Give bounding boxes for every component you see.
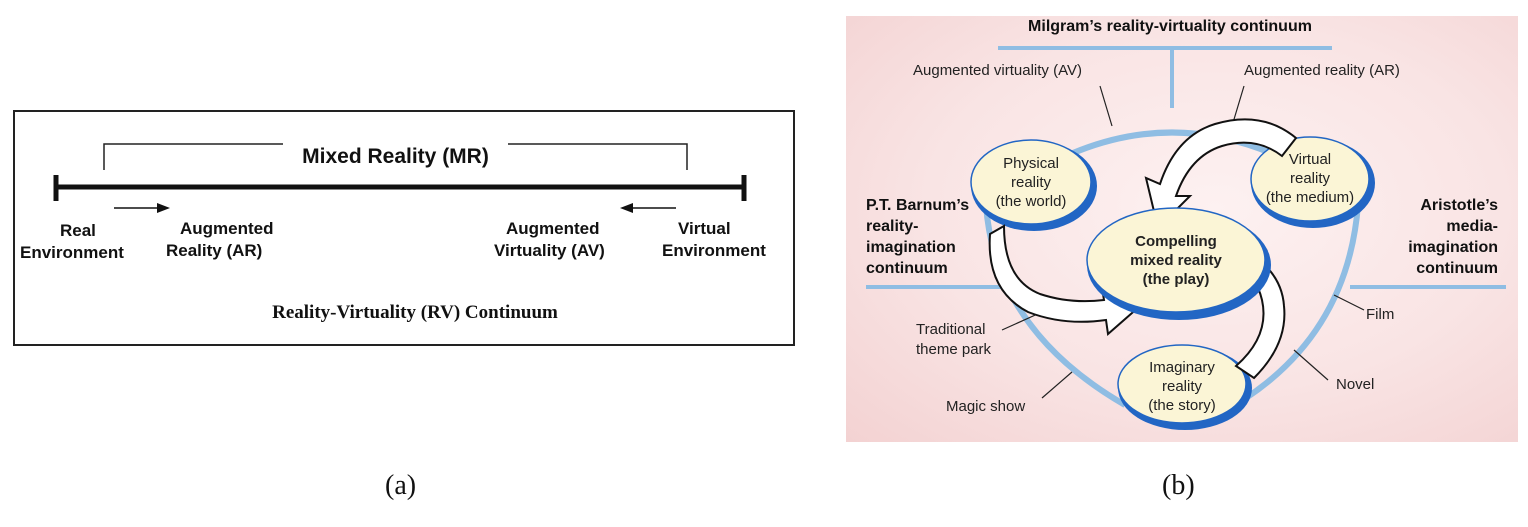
panel-a-frame bbox=[13, 110, 795, 346]
ar-label: Augmented reality (AR) bbox=[1244, 62, 1400, 79]
barnum-continuum-label: P.T. Barnum’s reality- imagination conti… bbox=[866, 197, 970, 277]
novel-label: Novel bbox=[1336, 376, 1375, 393]
virtual-reality-text: Virtual reality (the medium) bbox=[1265, 151, 1355, 206]
film-label: Film bbox=[1366, 306, 1395, 323]
panel-a-lines bbox=[53, 143, 747, 213]
rv-continuum-caption: Reality-Virtuality (RV) Continuum bbox=[272, 302, 558, 323]
leader-magic-show bbox=[1041, 371, 1073, 399]
aristotle-continuum-label: Aristotle’s media- imagination continuum bbox=[1408, 197, 1498, 277]
mr-title: Mixed Reality (MR) bbox=[302, 145, 489, 168]
node-center bbox=[1086, 207, 1271, 320]
imaginary-reality-text: Imaginary reality (the story) bbox=[1148, 359, 1216, 414]
node-virtual bbox=[1250, 136, 1375, 228]
compelling-mixed-reality-text: Compelling mixed reality (the play) bbox=[1130, 233, 1222, 288]
theme-park-label: Traditional theme park bbox=[916, 321, 992, 358]
av-label: Augmented virtuality (AV) bbox=[913, 62, 1082, 79]
milgram-title: Milgram’s reality-virtuality continuum bbox=[1028, 18, 1312, 35]
sublabel-b: (b) bbox=[1162, 470, 1195, 501]
mr-bracket-right bbox=[508, 143, 688, 170]
leader-av bbox=[1099, 85, 1113, 127]
arrow-physical-to-center bbox=[988, 224, 1142, 336]
node-imaginary bbox=[1117, 344, 1252, 430]
real-environment-label: Real Environment bbox=[20, 221, 124, 262]
arrow-left-head bbox=[620, 203, 633, 213]
physical-reality-text: Physical reality (the world) bbox=[995, 155, 1067, 210]
right-arc bbox=[1244, 204, 1361, 401]
augmented-reality-label: Augmented Reality (AR) bbox=[166, 219, 274, 260]
virtual-environment-label: Virtual Environment bbox=[662, 219, 766, 260]
mr-bracket-left bbox=[103, 143, 283, 170]
node-physical bbox=[970, 139, 1097, 231]
augmented-virtuality-label: Augmented Virtuality (AV) bbox=[494, 219, 605, 260]
magic-show-label: Magic show bbox=[946, 398, 1026, 415]
arrow-virtual-to-center bbox=[1144, 118, 1298, 230]
sublabel-a: (a) bbox=[385, 470, 417, 501]
leader-novel bbox=[1293, 349, 1329, 381]
arrow-right-head bbox=[157, 203, 170, 213]
leader-film bbox=[1333, 294, 1365, 311]
